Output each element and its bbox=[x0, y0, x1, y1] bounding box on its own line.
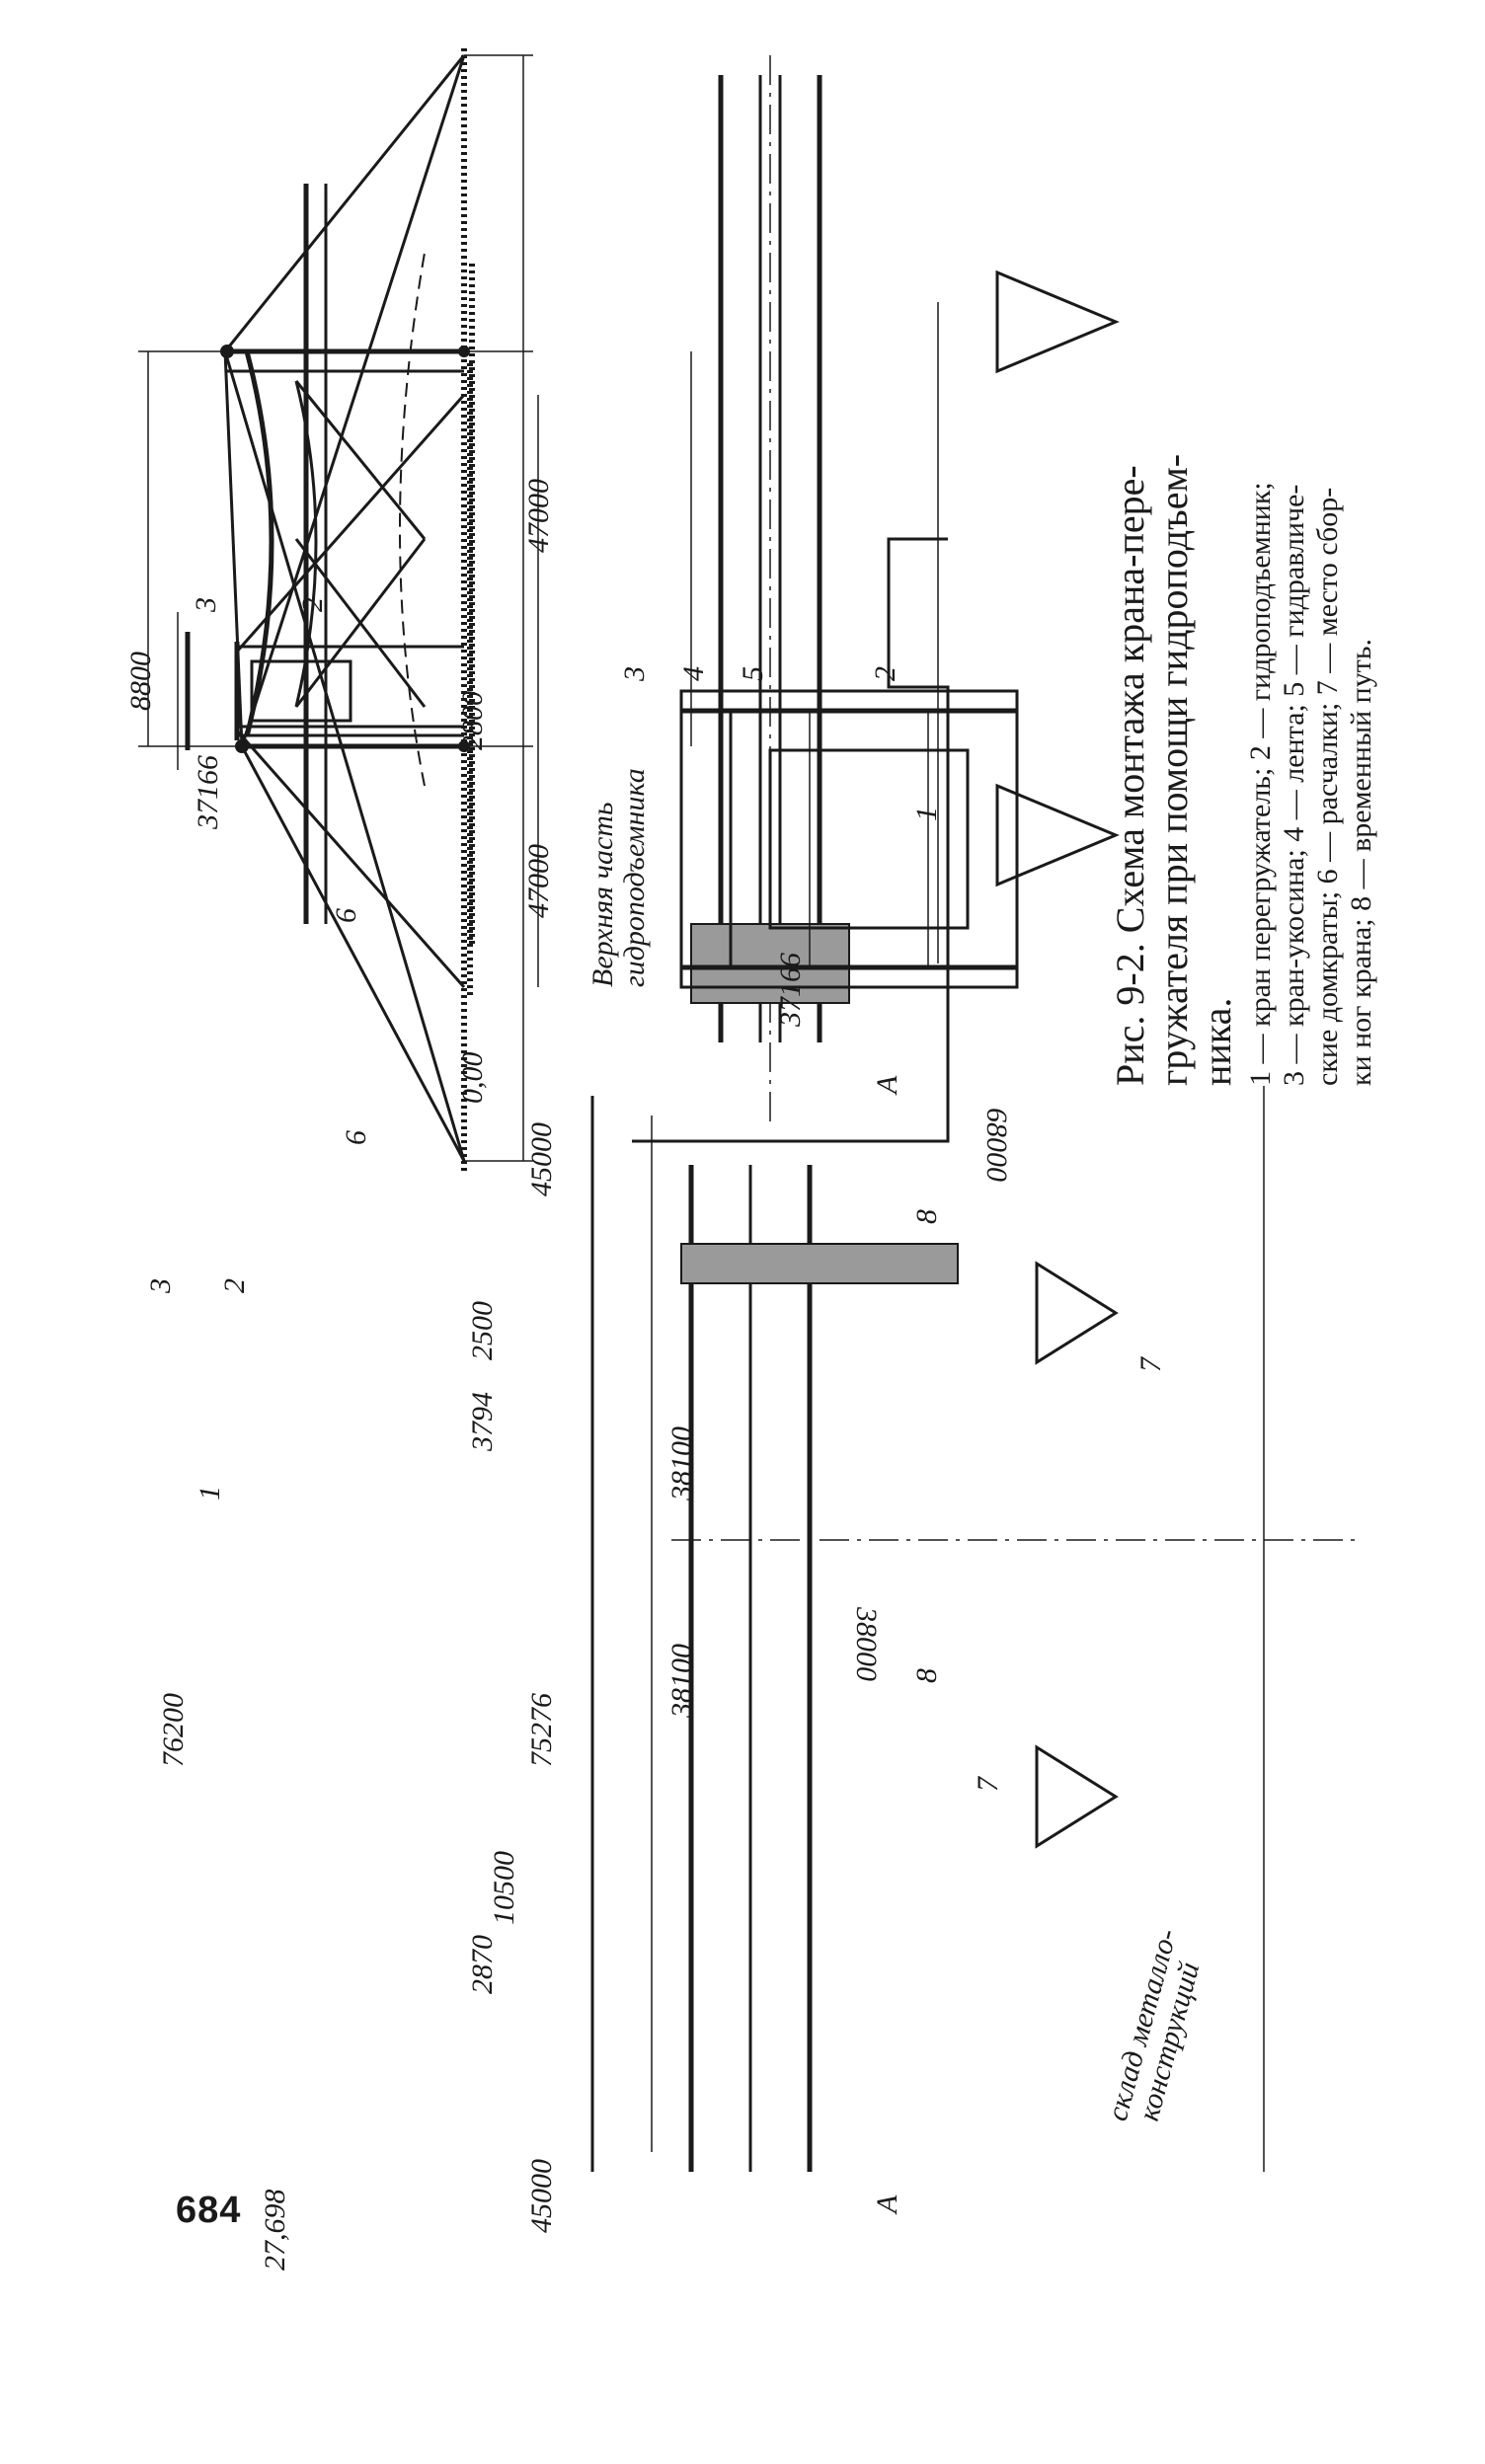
elevation-dim-76200: 76200 bbox=[157, 1693, 190, 1767]
detail-frame bbox=[679, 689, 1019, 989]
caption-legend1: 1 — кран перегружатель; 2 — гидроподъемн… bbox=[1244, 482, 1277, 1086]
elevation-dim-2870: 2870 bbox=[466, 1935, 499, 1994]
elevation-label-3: 3 bbox=[144, 1278, 177, 1294]
detail-label-3: 3 bbox=[618, 666, 651, 682]
caption-line1: Рис. 9-2. Схема монтажа крана-пере- bbox=[1108, 465, 1152, 1086]
caption-line2: гружателя при помощи гидроподъем- bbox=[1151, 454, 1196, 1086]
detail-label-5: 5 bbox=[737, 666, 769, 681]
side-label-6: 6 bbox=[330, 908, 362, 923]
side-dim-2800: 2800 bbox=[456, 691, 489, 750]
elevation-dim-45000-left: 45000 bbox=[525, 2159, 558, 2233]
plan-section-mark-lower: А bbox=[871, 2194, 903, 2215]
detail-title-line1: Верхняя часть bbox=[586, 802, 619, 987]
elevation-dim-10500: 10500 bbox=[488, 1851, 520, 1925]
elevation-dim-75276: 75276 bbox=[525, 1693, 558, 1767]
elevation-label-1: 1 bbox=[194, 1486, 226, 1501]
detail-label-4: 4 bbox=[677, 666, 710, 681]
plan-label-7-upper: 7 bbox=[1134, 1355, 1167, 1372]
caption-legend4: ки ног крана; 8 — временный путь. bbox=[1345, 639, 1377, 1086]
figure-caption: Рис. 9-2. Схема монтажа крана-пере- груж… bbox=[1108, 454, 1377, 1086]
elevation-label-6: 6 bbox=[340, 1130, 372, 1145]
detail-title-line2: гидроподъемника bbox=[618, 768, 651, 987]
elevation-label-2: 2 bbox=[218, 1278, 251, 1293]
side-dim-8800: 8800 bbox=[124, 652, 157, 711]
side-view-frame bbox=[177, 363, 539, 997]
side-label-3: 3 bbox=[190, 597, 222, 613]
elevation-dim-45000-right: 45000 bbox=[525, 1122, 558, 1196]
plan-label-7-lower: 7 bbox=[972, 1775, 1004, 1792]
plan-label-8-upper: 8 bbox=[910, 1209, 943, 1224]
detail-label-2: 2 bbox=[869, 666, 901, 681]
plan-frame bbox=[590, 1086, 1363, 2172]
page-number: 684 bbox=[176, 2190, 242, 2231]
elevation-level-27698: 27,698 bbox=[259, 2190, 291, 2272]
plan-label-8-lower: 8 bbox=[910, 1668, 943, 1683]
plan-dim-38000: 38000 bbox=[850, 1606, 883, 1681]
side-label-2: 2 bbox=[296, 597, 329, 612]
elevation-level-000: 0,00 bbox=[456, 1052, 489, 1105]
caption-legend3: ские домкраты; 6 — расчалки; 7 — место с… bbox=[1311, 488, 1344, 1086]
plan-view bbox=[632, 55, 1120, 1143]
detail-label-1: 1 bbox=[910, 807, 943, 821]
caption-legend2: 3 — кран-укосина; 4 — лента; 5 — гидравл… bbox=[1278, 485, 1310, 1086]
elevation-dim-2500: 2500 bbox=[466, 1301, 499, 1360]
plan-dim-68000: 68000 bbox=[980, 1108, 1013, 1182]
elevation-dim-3794: 3794 bbox=[466, 1392, 499, 1452]
detail-level-37166: 37166 bbox=[774, 953, 807, 1028]
plan-section-mark-upper: А bbox=[871, 1075, 903, 1096]
caption-line3: ника. bbox=[1195, 998, 1239, 1086]
side-level-37166: 37166 bbox=[192, 755, 224, 830]
